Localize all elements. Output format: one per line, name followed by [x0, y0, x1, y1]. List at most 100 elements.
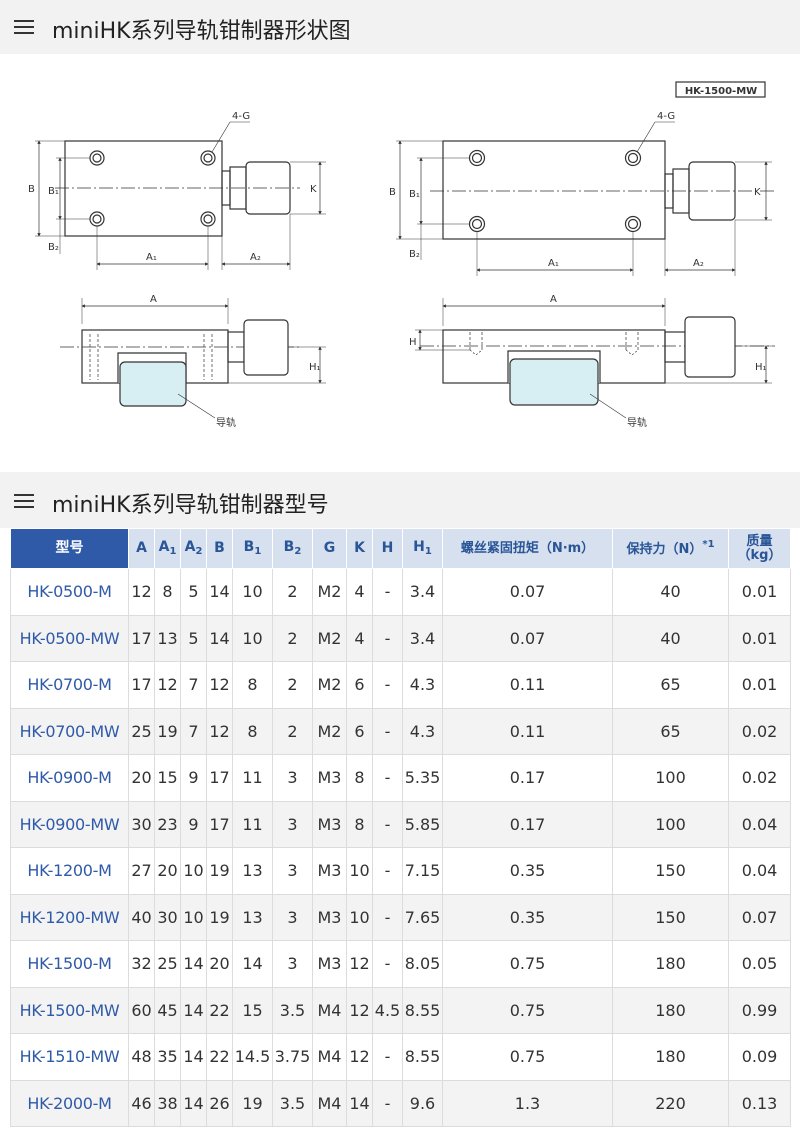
cell-torque: 0.35	[442, 847, 613, 895]
cell-g: M3	[312, 800, 347, 848]
cell-mass: 0.02	[728, 707, 791, 755]
cell-a2: 7	[180, 707, 207, 755]
cell-a2: 9	[180, 754, 207, 802]
label-a2-right: A₂	[693, 258, 704, 269]
cell-a2: 14	[180, 940, 207, 988]
cell-a1: 45	[154, 986, 181, 1034]
label-a-right: A	[550, 294, 557, 305]
cell-g: M3	[312, 847, 347, 895]
cell-g: M3	[312, 893, 347, 941]
cell-a1: 30	[154, 893, 181, 941]
cell-torque: 0.07	[442, 568, 613, 616]
cell-torque: 0.07	[442, 614, 613, 662]
cell-k: 6	[346, 707, 373, 755]
cell-a: 17	[128, 614, 155, 662]
header-model: 型号	[10, 528, 129, 569]
label-b2-left: B₂	[48, 242, 59, 253]
cell-torque: 0.75	[442, 940, 613, 988]
cell-hold: 180	[612, 1033, 729, 1081]
cell-a: 48	[128, 1033, 155, 1081]
cell-b: 12	[206, 707, 233, 755]
menu-icon[interactable]	[14, 494, 34, 510]
cell-k: 4	[346, 568, 373, 616]
cell-b2: 3.5	[272, 1079, 313, 1127]
cell-b2: 2	[272, 568, 313, 616]
shape-drawing: 4-G B B₁ B₂ A₁ A₂ K A H₁ 导轨	[28, 81, 775, 429]
cell-a1: 38	[154, 1079, 181, 1127]
cell-b1: 19	[232, 1079, 273, 1127]
menu-icon[interactable]	[14, 20, 34, 36]
label-a2-left: A₂	[250, 252, 261, 263]
label-a1-right: A₁	[548, 258, 559, 269]
cell-hold: 150	[612, 893, 729, 941]
label-4g-right: 4-G	[657, 111, 675, 122]
cell-k: 10	[346, 847, 373, 895]
cell-b: 19	[206, 893, 233, 941]
cell-h1: 4.3	[402, 661, 443, 709]
cell-a2: 14	[180, 1079, 207, 1127]
cell-a: 12	[128, 568, 155, 616]
cell-model: HK-0700-M	[10, 661, 129, 709]
cell-h1: 5.85	[402, 800, 443, 848]
cell-hold: 180	[612, 986, 729, 1034]
cell-a2: 7	[180, 661, 207, 709]
header-k: K	[346, 528, 373, 569]
cell-b: 17	[206, 754, 233, 802]
cell-a1: 12	[154, 661, 181, 709]
label-b1-left: B₁	[48, 186, 59, 197]
cell-hold: 100	[612, 754, 729, 802]
cell-hold: 150	[612, 847, 729, 895]
cell-a: 17	[128, 661, 155, 709]
cell-a: 46	[128, 1079, 155, 1127]
label-h1-left: H₁	[309, 362, 321, 373]
header-h: H	[372, 528, 403, 569]
section-header-shape: miniHK系列导轨钳制器形状图	[0, 0, 800, 54]
cell-h1: 3.4	[402, 568, 443, 616]
cell-b2: 3	[272, 940, 313, 988]
cell-h1: 5.35	[402, 754, 443, 802]
cell-mass: 0.99	[728, 986, 791, 1034]
cell-mass: 0.02	[728, 754, 791, 802]
cell-a1: 35	[154, 1033, 181, 1081]
cell-h: -	[372, 893, 403, 941]
cell-torque: 0.75	[442, 986, 613, 1034]
cell-h1: 3.4	[402, 614, 443, 662]
cell-b1: 10	[232, 568, 273, 616]
cell-mass: 0.09	[728, 1033, 791, 1081]
cell-b: 22	[206, 986, 233, 1034]
cell-mass: 0.13	[728, 1079, 791, 1127]
cell-hold: 220	[612, 1079, 729, 1127]
left-front-view-labels: A H₁ 导轨	[150, 294, 321, 429]
cell-b1: 11	[232, 800, 273, 848]
cell-hold: 100	[612, 800, 729, 848]
cell-b1: 14.5	[232, 1033, 273, 1081]
cell-h1: 8.55	[402, 1033, 443, 1081]
cell-b1: 15	[232, 986, 273, 1034]
header-torque: 螺丝紧固扭矩（N·m）	[442, 528, 613, 569]
cell-b: 19	[206, 847, 233, 895]
cell-b2: 2	[272, 661, 313, 709]
header-b: B	[206, 528, 233, 569]
cell-model: HK-1200-MW	[10, 893, 129, 941]
cell-a1: 20	[154, 847, 181, 895]
label-rail-left: 导轨	[216, 416, 236, 429]
cell-a1: 23	[154, 800, 181, 848]
cell-h: -	[372, 661, 403, 709]
header-mass: 质量（kg）	[728, 528, 791, 569]
header-g: G	[312, 528, 347, 569]
right-top-view-labels: HK-1500-MW 4-G B B₁ B₂ A₁ A₂ K	[389, 86, 761, 269]
left-front-view	[60, 298, 326, 419]
cell-mass: 0.01	[728, 661, 791, 709]
cell-torque: 0.35	[442, 893, 613, 941]
cell-b1: 8	[232, 661, 273, 709]
cell-model: HK-0700-MW	[10, 707, 129, 755]
label-a1-left: A₁	[146, 252, 157, 263]
cell-torque: 0.17	[442, 800, 613, 848]
cell-mass: 0.01	[728, 568, 791, 616]
cell-h1: 7.15	[402, 847, 443, 895]
